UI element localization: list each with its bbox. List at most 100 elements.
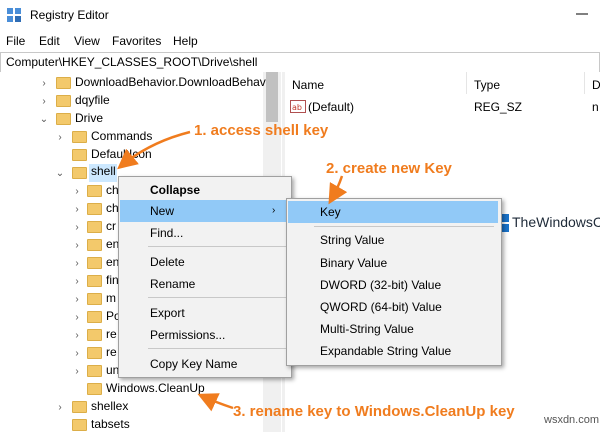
- chevron-right-icon[interactable]: ›: [75, 294, 79, 305]
- folder-icon: [87, 347, 102, 359]
- tree-item-po[interactable]: Po: [106, 309, 121, 323]
- chevron-right-icon[interactable]: ›: [75, 330, 79, 341]
- chevron-right-icon[interactable]: ›: [42, 96, 46, 107]
- folder-icon: [87, 365, 102, 377]
- chevron-right-icon[interactable]: ›: [75, 240, 79, 251]
- menu-item-permissions[interactable]: Permissions...: [150, 328, 226, 342]
- menu-separator: [148, 246, 286, 247]
- submenu-item-qword-value[interactable]: QWORD (64-bit) Value: [320, 300, 442, 314]
- column-name[interactable]: Name: [292, 78, 325, 92]
- svg-text:ab: ab: [292, 103, 302, 112]
- column-divider[interactable]: [466, 72, 467, 94]
- annotation-step-3: 3. rename key to Windows.CleanUp key: [233, 403, 515, 420]
- submenu-item-binary-value[interactable]: Binary Value: [320, 256, 388, 270]
- tree-item-downloadbehavior[interactable]: DownloadBehavior.DownloadBehav: [75, 75, 266, 89]
- chevron-right-icon[interactable]: ›: [75, 258, 79, 269]
- tree-item-re-1[interactable]: re: [106, 327, 117, 341]
- chevron-right-icon[interactable]: ›: [75, 312, 79, 323]
- submenu-item-key-highlight[interactable]: [288, 201, 498, 223]
- tree-item-en-2[interactable]: en: [106, 255, 120, 269]
- registry-editor-icon: [7, 8, 21, 22]
- annotation-step-1: 1. access shell key: [194, 122, 329, 139]
- folder-icon: [87, 203, 102, 215]
- menu-item-delete[interactable]: Delete: [150, 255, 185, 269]
- annotation-step-2: 2. create new Key: [326, 160, 452, 177]
- submenu-item-expandable-string-value[interactable]: Expandable String Value: [320, 344, 452, 358]
- column-divider[interactable]: [584, 72, 585, 94]
- folder-icon: [87, 311, 102, 323]
- value-type: REG_SZ: [474, 100, 523, 114]
- tree-item-commands[interactable]: Commands: [91, 129, 153, 143]
- folder-icon: [87, 221, 102, 233]
- menu-separator: [148, 348, 286, 349]
- window-title: Registry Editor: [30, 8, 109, 22]
- menu-item-copy-key-name[interactable]: Copy Key Name: [150, 357, 238, 371]
- chevron-right-icon[interactable]: ›: [75, 366, 79, 377]
- chevron-down-icon[interactable]: ⌄: [39, 114, 49, 125]
- menu-separator: [148, 297, 286, 298]
- chevron-right-icon[interactable]: ›: [58, 132, 62, 143]
- folder-icon: [72, 131, 87, 143]
- tree-item-shellex[interactable]: shellex: [91, 399, 129, 413]
- tree-item-tabsets[interactable]: tabsets: [91, 417, 130, 431]
- tree-item-fin[interactable]: fin: [106, 273, 119, 287]
- folder-icon: [72, 149, 87, 161]
- chevron-right-icon[interactable]: ›: [75, 186, 79, 197]
- submenu-item-dword-value[interactable]: DWORD (32-bit) Value: [320, 278, 442, 292]
- column-data[interactable]: D: [592, 78, 600, 92]
- chevron-right-icon[interactable]: ›: [42, 78, 46, 89]
- submenu-item-multi-string-value[interactable]: Multi-String Value: [320, 322, 414, 336]
- tree-item-ch-1[interactable]: ch: [106, 183, 119, 197]
- menu-view[interactable]: View: [74, 34, 100, 48]
- title-bar: [0, 0, 600, 31]
- menu-item-export[interactable]: Export: [150, 306, 185, 320]
- menu-separator: [314, 226, 494, 227]
- tree-item-dqyfile[interactable]: dqyfile: [75, 93, 110, 107]
- folder-icon: [72, 167, 87, 179]
- menu-item-find[interactable]: Find...: [150, 226, 184, 240]
- submenu-item-string-value[interactable]: String Value: [320, 233, 385, 247]
- tree-item-drive[interactable]: Drive: [75, 111, 104, 125]
- tree-item-un[interactable]: un: [106, 363, 120, 377]
- folder-icon: [87, 329, 102, 341]
- folder-icon: [87, 293, 102, 305]
- folder-icon: [56, 95, 71, 107]
- minimize-icon[interactable]: [573, 4, 591, 24]
- column-type[interactable]: Type: [474, 78, 501, 92]
- menu-item-new[interactable]: New: [150, 204, 175, 218]
- folder-icon: [87, 185, 102, 197]
- tree-scroll-thumb[interactable]: [266, 72, 278, 122]
- chevron-right-icon[interactable]: ›: [75, 204, 79, 215]
- menu-help[interactable]: Help: [173, 34, 198, 48]
- tree-item-windows-cleanup[interactable]: Windows.CleanUp: [106, 381, 205, 395]
- tree-item-m[interactable]: m: [106, 291, 116, 305]
- chevron-right-icon[interactable]: ›: [75, 276, 79, 287]
- folder-icon: [56, 77, 71, 89]
- tree-item-defaulticon[interactable]: DefaultIcon: [91, 147, 152, 161]
- folder-icon: [87, 275, 102, 287]
- menu-item-collapse[interactable]: Collapse: [150, 183, 201, 197]
- folder-icon: [87, 257, 102, 269]
- folder-icon: [87, 239, 102, 251]
- menu-item-new-highlight[interactable]: [120, 200, 288, 222]
- submenu-item-key[interactable]: Key: [320, 205, 341, 219]
- chevron-right-icon[interactable]: ›: [58, 402, 62, 413]
- menu-item-rename[interactable]: Rename: [150, 277, 196, 291]
- value-name[interactable]: (Default): [308, 100, 355, 114]
- chevron-down-icon[interactable]: ⌄: [55, 168, 65, 179]
- tree-item-re-2[interactable]: re: [106, 345, 117, 359]
- site-watermark: wsxdn.com: [544, 414, 600, 426]
- folder-icon: [72, 419, 87, 431]
- chevron-right-icon[interactable]: ›: [75, 348, 79, 359]
- address-bar[interactable]: Computer\HKEY_CLASSES_ROOT\Drive\shell: [0, 52, 600, 73]
- menu-file[interactable]: File: [6, 34, 26, 48]
- tree-item-en-1[interactable]: en: [106, 237, 120, 251]
- menu-favorites[interactable]: Favorites: [112, 34, 162, 48]
- chevron-right-icon[interactable]: ›: [75, 222, 79, 233]
- tree-item-ch-2[interactable]: ch: [106, 201, 119, 215]
- tree-item-cr[interactable]: cr: [106, 219, 116, 233]
- tree-item-shell[interactable]: shell: [89, 164, 117, 182]
- menu-edit[interactable]: Edit: [39, 34, 60, 48]
- string-value-icon: ab: [290, 100, 306, 113]
- chevron-right-icon: ›: [272, 205, 276, 216]
